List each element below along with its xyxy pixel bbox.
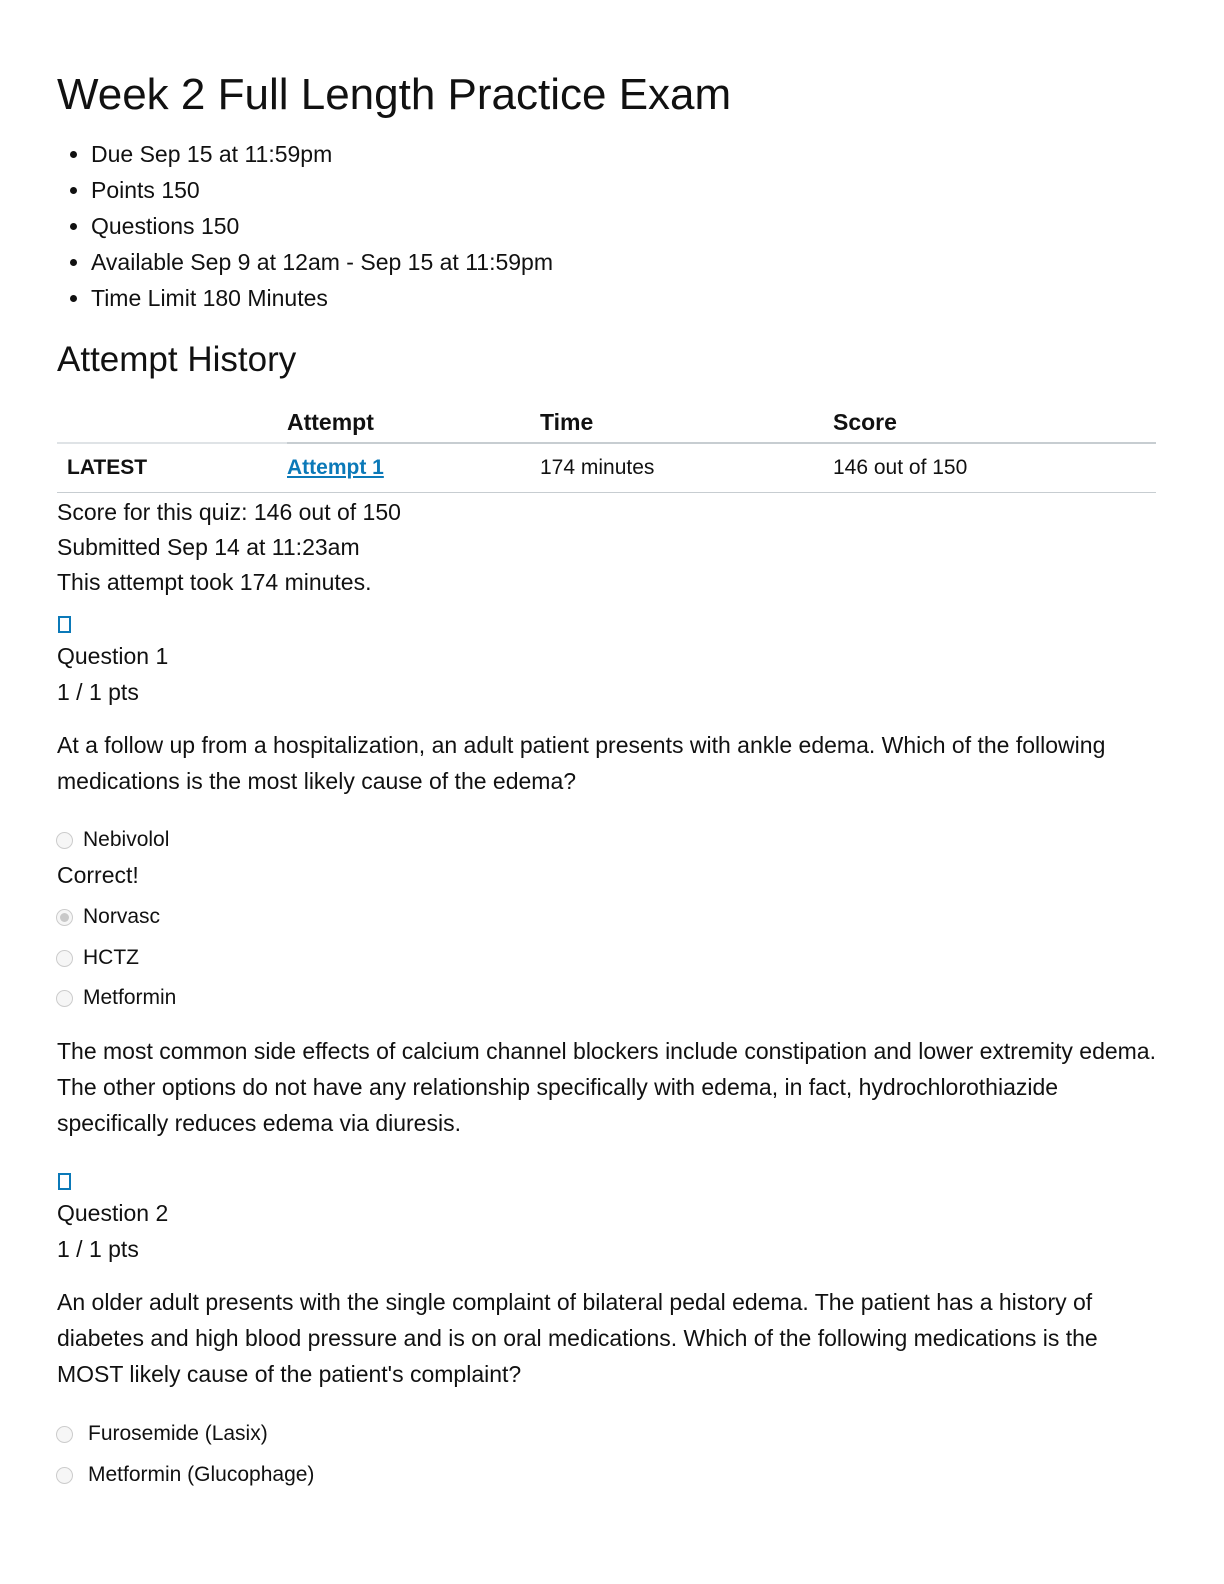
answer-option[interactable]: Furosemide (Lasix)	[56, 1422, 268, 1446]
points: Points 150	[91, 174, 553, 210]
header-attempt: Attempt	[287, 402, 540, 444]
answer-explanation: The most common side effects of calcium …	[57, 1038, 1156, 1136]
correct-label: Correct!	[57, 862, 139, 888]
question-points: 1 / 1 pts	[57, 1236, 139, 1262]
radio-button[interactable]	[56, 989, 73, 1007]
radio-button[interactable]	[56, 1466, 73, 1484]
question-count: Questions 150	[91, 210, 553, 246]
attempt-history-heading: Attempt History	[57, 340, 297, 379]
attempt-score: 146 out of 150	[833, 443, 1156, 493]
question-title: Question 2	[57, 1200, 169, 1226]
header-score: Score	[833, 402, 1156, 444]
quiz-score: Score for this quiz: 146 out of 150	[57, 499, 401, 525]
question-text: At a follow up from a hospitalization, a…	[57, 732, 1106, 794]
latest-label: LATEST	[57, 443, 287, 493]
flag-question-icon[interactable]	[58, 1173, 71, 1190]
radio-button[interactable]	[56, 949, 73, 967]
radio-button[interactable]	[56, 1425, 73, 1443]
radio-button[interactable]	[56, 831, 73, 849]
question-title: Question 1	[57, 643, 169, 669]
attempt-link[interactable]: Attempt 1	[287, 456, 384, 479]
header-time: Time	[540, 402, 833, 444]
answer-option[interactable]: HCTZ	[56, 946, 139, 970]
answer-option-selected[interactable]: Norvasc	[56, 905, 160, 929]
time-limit: Time Limit 180 Minutes	[91, 282, 553, 318]
question-points: 1 / 1 pts	[57, 679, 139, 705]
answer-option[interactable]: Metformin	[56, 986, 176, 1010]
flag-question-icon[interactable]	[58, 616, 71, 633]
attempt-time: 174 minutes	[540, 443, 833, 493]
due-date: Due Sep 15 at 11:59pm	[91, 138, 553, 174]
answer-option[interactable]: Nebivolol	[56, 828, 169, 852]
attempt-duration: This attempt took 174 minutes.	[57, 569, 372, 595]
quiz-details: Due Sep 15 at 11:59pm Points 150 Questio…	[57, 138, 553, 318]
page-title: Week 2 Full Length Practice Exam	[57, 70, 732, 119]
availability: Available Sep 9 at 12am - Sep 15 at 11:5…	[91, 246, 553, 282]
radio-button-selected[interactable]	[56, 908, 73, 926]
submitted-time: Submitted Sep 14 at 11:23am	[57, 534, 360, 560]
answer-option[interactable]: Metformin (Glucophage)	[56, 1463, 314, 1487]
question-text: An older adult presents with the single …	[57, 1289, 1098, 1387]
